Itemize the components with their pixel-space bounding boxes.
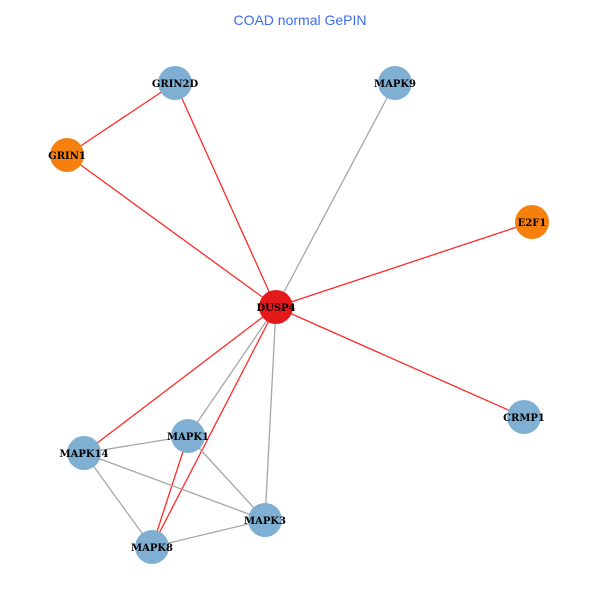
graph-title: COAD normal GePIN — [233, 12, 367, 28]
node-mapk14[interactable]: MAPK14 — [60, 436, 109, 470]
node-e2f1[interactable]: E2F1 — [515, 205, 549, 239]
node-mapk8[interactable]: MAPK8 — [131, 530, 173, 564]
node-circle[interactable] — [67, 436, 101, 470]
edge-layer — [66, 82, 533, 548]
edge-dusp4-mapk1 — [187, 306, 277, 437]
node-label: MAPK9 — [374, 79, 416, 90]
node-label: E2F1 — [518, 218, 547, 229]
edge-dusp4-mapk8 — [151, 306, 277, 548]
edge-mapk8-mapk3 — [151, 519, 266, 548]
edge-mapk1-mapk8 — [151, 435, 189, 548]
node-label: MAPK14 — [60, 449, 109, 460]
node-label: MAPK3 — [244, 516, 286, 527]
node-grin1[interactable]: GRIN1 — [48, 138, 86, 172]
edge-grin2d-dusp4 — [174, 82, 277, 308]
node-circle[interactable] — [507, 400, 541, 434]
edge-dusp4-mapk3 — [264, 306, 277, 521]
edge-mapk14-mapk1 — [83, 435, 189, 454]
edge-mapk9-dusp4 — [275, 82, 396, 308]
node-layer: GRIN2D MAPK9GRIN1E2F1DUSP4CRMP1MAPK1MAPK1… — [48, 66, 549, 564]
node-label: MAPK8 — [131, 543, 173, 554]
node-label: DUSP4 — [256, 303, 295, 314]
node-circle[interactable] — [171, 419, 205, 453]
node-mapk3[interactable]: MAPK3 — [244, 503, 286, 537]
edge-mapk1-mapk3 — [187, 435, 266, 521]
edge-e2f1-dusp4 — [275, 221, 533, 308]
node-crmp1[interactable]: CRMP1 — [503, 400, 545, 434]
edge-mapk14-mapk3 — [83, 452, 266, 521]
node-label: GRIN2D — [152, 79, 199, 90]
edge-mapk14-mapk8 — [83, 452, 153, 548]
node-circle[interactable] — [259, 290, 293, 324]
node-dusp4[interactable]: DUSP4 — [256, 290, 296, 324]
node-circle[interactable] — [135, 530, 169, 564]
node-circle[interactable] — [158, 66, 192, 100]
node-label: GRIN1 — [48, 151, 86, 162]
node-circle[interactable] — [515, 205, 549, 239]
edge-dusp4-mapk14 — [83, 306, 277, 454]
edge-grin2d-grin1 — [66, 82, 176, 156]
node-circle[interactable] — [378, 66, 412, 100]
node-mapk9[interactable]: MAPK9 — [374, 66, 416, 100]
node-circle[interactable] — [50, 138, 84, 172]
node-circle[interactable] — [248, 503, 282, 537]
edge-grin1-dusp4 — [66, 154, 277, 308]
node-grin2d[interactable]: GRIN2D — [152, 66, 199, 100]
node-mapk1[interactable]: MAPK1 — [167, 419, 209, 453]
edge-dusp4-crmp1 — [275, 306, 525, 418]
node-label: MAPK1 — [167, 432, 209, 443]
node-label: CRMP1 — [503, 413, 545, 424]
